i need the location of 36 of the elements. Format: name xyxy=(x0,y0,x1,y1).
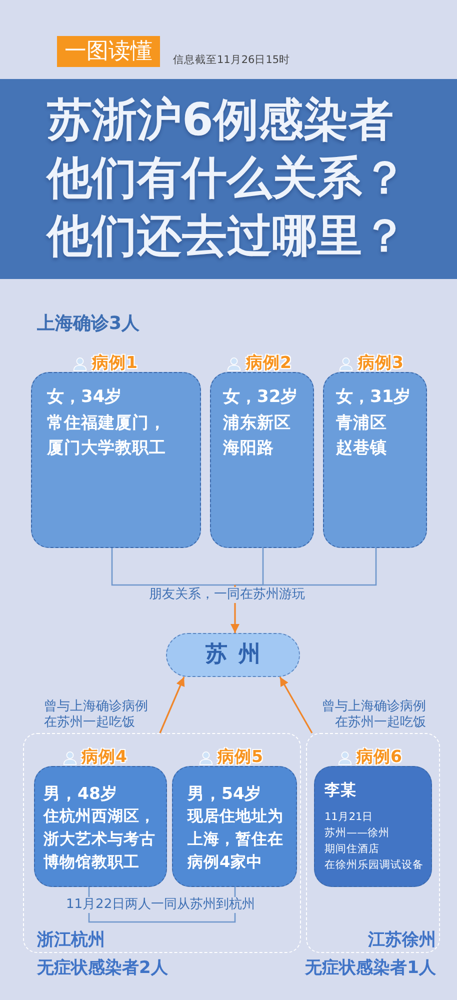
connector-line xyxy=(235,548,377,586)
case-detail: 常住福建厦门，厦门大学教职工 xyxy=(47,412,167,459)
region-count: 无症状感染者2人 xyxy=(37,958,168,978)
case-summary: 李某 xyxy=(324,780,356,800)
case-heading: 病例2 xyxy=(246,354,292,371)
case-detail: 11月21日 xyxy=(324,810,374,824)
arrow xyxy=(279,676,313,734)
region-name: 江苏徐州 xyxy=(368,930,436,950)
case-detail: 住杭州西湖区，浙大艺术与考古博物馆教职工 xyxy=(44,806,156,872)
connector-line xyxy=(88,887,236,923)
case-detail: 青浦区赵巷镇 xyxy=(336,412,388,459)
case-detail: 浦东新区海阳路 xyxy=(223,412,292,459)
region-name: 浙江杭州 xyxy=(37,930,105,950)
case-summary: 女，32岁 xyxy=(223,386,298,409)
case-detail: 苏州——徐州 xyxy=(324,826,390,840)
category-tag: 一图读懂 xyxy=(57,36,160,67)
case-summary: 男，54岁 xyxy=(188,782,262,804)
case-heading: 病例6 xyxy=(356,748,402,764)
title-text: 苏浙沪6例感染者他们有什么关系？他们还去过哪里？ xyxy=(47,92,408,264)
case-summary: 女，34岁 xyxy=(47,386,122,409)
section-heading: 上海确诊3人 xyxy=(37,313,140,335)
case-heading: 病例3 xyxy=(358,354,404,371)
case-heading: 病例4 xyxy=(82,748,127,764)
edge-label: 朋友关系，一同在苏州游玩 xyxy=(147,587,307,603)
place-name: 苏州 xyxy=(204,642,272,668)
case-heading: 病例5 xyxy=(218,748,263,764)
case-detail: 现居住地址为上海，暂住在病例4家中 xyxy=(188,806,284,872)
region-count: 无症状感染者1人 xyxy=(305,958,436,978)
case-summary: 男，48岁 xyxy=(44,782,118,804)
update-time-note: 信息截至11月26日15时 xyxy=(173,54,290,67)
case-detail: 期间住酒店 xyxy=(324,842,380,856)
arrow xyxy=(159,676,185,734)
case-summary: 女，31岁 xyxy=(336,386,411,409)
location-pill xyxy=(166,633,300,677)
case-heading: 病例1 xyxy=(92,354,138,371)
case-detail: 在徐州乐园调试设备 xyxy=(324,858,424,872)
